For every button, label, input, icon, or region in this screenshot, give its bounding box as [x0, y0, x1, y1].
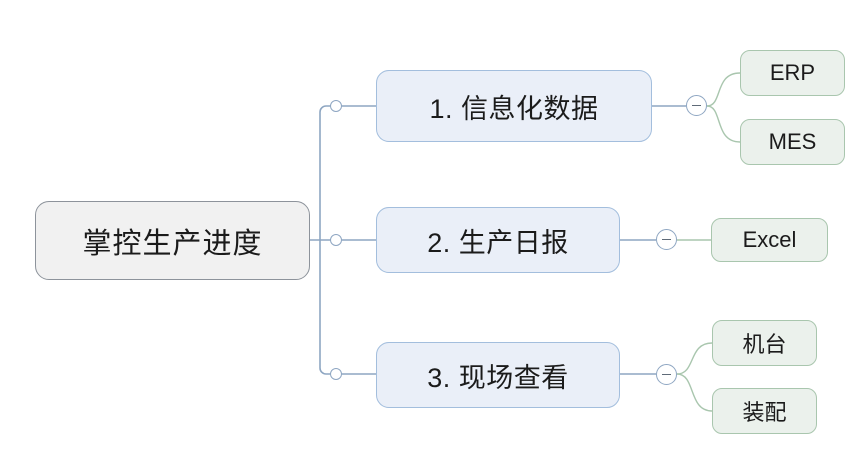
collapse-toggle-branch-2[interactable]: [656, 229, 677, 250]
minus-icon: [662, 373, 671, 376]
leaf-node-mes[interactable]: MES: [740, 119, 845, 165]
junction-handle-branch-3[interactable]: [330, 368, 342, 380]
junction-handle-branch-2[interactable]: [330, 234, 342, 246]
collapse-toggle-branch-1[interactable]: [686, 95, 707, 116]
leaf-node-mes-label: MES: [768, 129, 817, 154]
leaf-node-machine-label: 机台: [742, 332, 787, 357]
minus-icon: [662, 238, 671, 241]
leaf-node-assembly-label: 装配: [742, 400, 787, 425]
minus-icon: [692, 104, 701, 107]
leaf-node-machine[interactable]: 机台: [712, 320, 817, 366]
leaf-node-erp[interactable]: ERP: [740, 50, 845, 96]
collapse-toggle-branch-3[interactable]: [656, 364, 677, 385]
root-node[interactable]: 掌控生产进度: [35, 201, 310, 280]
junction-handle-branch-1[interactable]: [330, 100, 342, 112]
branch-node-3-label: 3. 现场查看: [427, 362, 569, 393]
branch-node-1[interactable]: 1. 信息化数据: [376, 70, 652, 142]
leaf-node-erp-label: ERP: [769, 60, 816, 85]
branch-node-3[interactable]: 3. 现场查看: [376, 342, 620, 408]
branch-node-2-label: 2. 生产日报: [427, 227, 569, 258]
branch-node-1-label: 1. 信息化数据: [429, 93, 599, 124]
leaf-node-excel[interactable]: Excel: [711, 218, 828, 262]
leaf-node-assembly[interactable]: 装配: [712, 388, 817, 434]
root-node-label: 掌控生产进度: [82, 227, 263, 260]
branch-node-2[interactable]: 2. 生产日报: [376, 207, 620, 273]
leaf-node-excel-label: Excel: [742, 227, 797, 252]
